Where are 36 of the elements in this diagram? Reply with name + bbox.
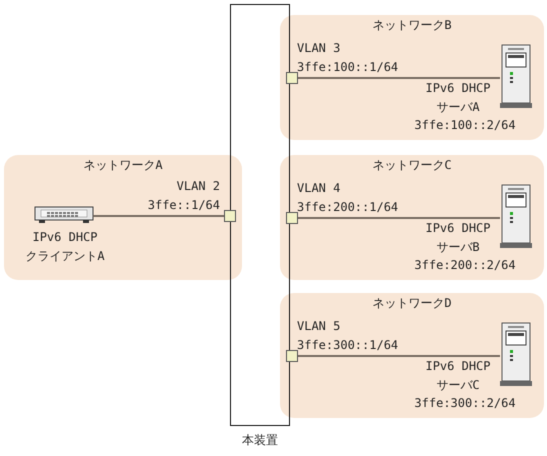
address-label: 3ffe:300::2/64 [413,395,517,412]
network-link [298,355,500,357]
network-title: ネットワークB [371,17,453,34]
port-square [286,72,298,84]
network-title: ネットワークA [82,157,164,174]
address-label: 3ffe:200::2/64 [413,257,517,274]
device-label: 本装置 [242,432,278,449]
address-label: 3ffe::1/64 [146,197,220,214]
address-label: VLAN 2 [176,178,220,195]
address-label: IPv6 DHCP サーバA [424,80,492,116]
address-label: VLAN 3 [297,40,342,57]
network-area [4,155,242,280]
address-label: 3ffe:200::1/64 [297,199,400,216]
address-label: 3ffe:100::1/64 [297,59,400,76]
network-link [298,77,500,79]
address-label: VLAN 5 [297,318,342,335]
network-link [298,217,500,219]
port-square [286,350,298,362]
address-label: IPv6 DHCP クライアントA [24,229,106,265]
address-label: IPv6 DHCP サーバC [424,358,492,394]
server-icon [500,185,532,248]
network-title: ネットワークD [371,295,453,312]
address-label: VLAN 4 [297,180,342,197]
address-label: 3ffe:100::2/64 [413,117,517,134]
address-label: 3ffe:300::1/64 [297,337,400,354]
network-link [93,215,224,217]
port-square [224,210,236,222]
network-device-icon [35,207,93,223]
port-square [286,212,298,224]
network-area [280,155,544,280]
server-icon [500,323,532,386]
network-area [280,293,544,418]
server-icon [500,45,532,108]
network-title: ネットワークC [371,157,453,174]
network-area [280,15,544,140]
address-label: IPv6 DHCP サーバB [424,220,492,256]
